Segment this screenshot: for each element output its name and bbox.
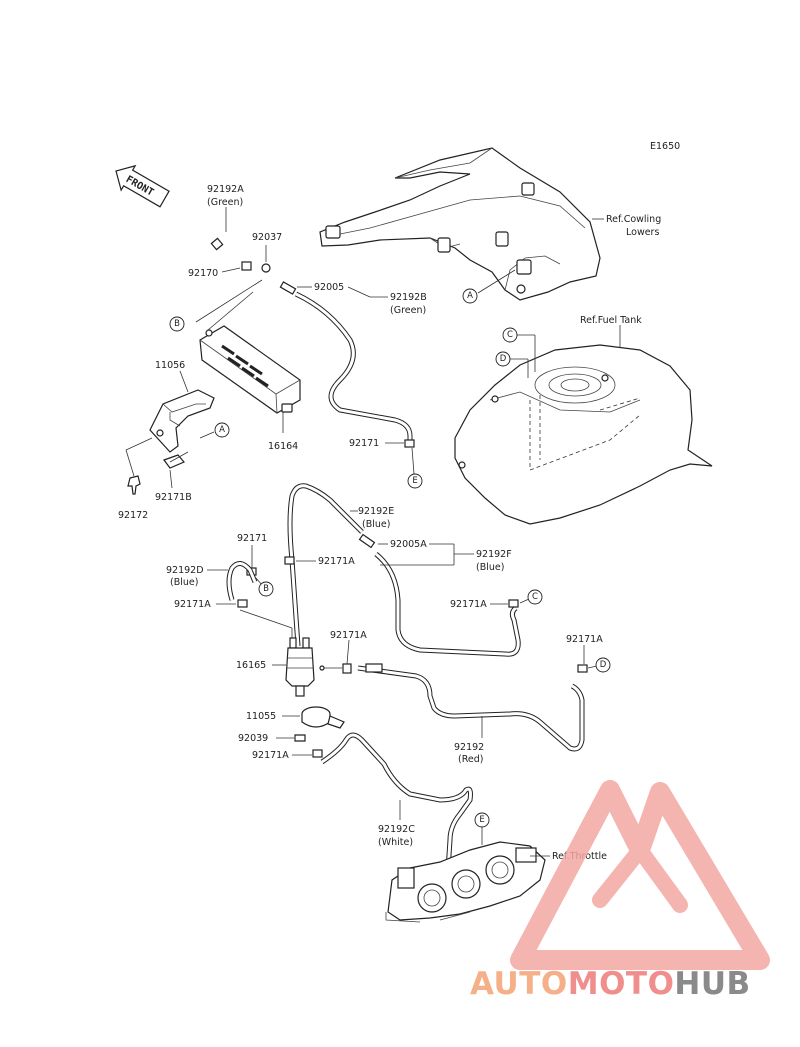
part-16165: 16165 [236,660,266,671]
part-92171A-5: 92171A [566,634,603,645]
clamp-92170 [241,261,252,271]
part-92170: 92170 [188,268,218,279]
callout-a-cowling [462,288,478,304]
part-92192B: 92192B [390,292,427,303]
front-arrow-icon: FRONT [115,164,170,208]
bracket-11055 [301,706,345,729]
callout-b-hose [258,581,274,597]
part-92171A-6: 92171A [252,750,289,761]
watermark-logo-icon [510,780,770,970]
callout-c-hose-text: C [532,592,538,602]
part-92192D: 92192D [166,565,204,576]
brand-moto: MOTO [567,966,675,1002]
part-92192D-color: (Blue) [170,577,198,588]
bracket-11056 [149,389,215,469]
filter-16165 [285,637,315,697]
clamp-92171A-5 [577,664,588,673]
callout-d-hose [595,657,611,673]
clamp-92171A-4 [508,599,519,608]
callout-d-tank [495,351,511,367]
part-92192E-color: (Blue) [362,519,390,530]
fitting-92005 [279,281,297,295]
part-92192: 92192 [454,742,484,753]
part-92192-color: (Red) [458,754,483,765]
part-92192A: 92192A [207,184,244,195]
part-92171A-3: 92171A [330,630,367,641]
part-92171-top: 92171 [349,438,379,449]
ref-cowling-label: Ref.Cowling [606,214,661,225]
part-92171A-2: 92171A [174,599,211,610]
part-92192B-color: (Green) [390,305,426,316]
callout-b-canister-text: B [174,319,180,329]
callout-c-tank-text: C [507,330,513,340]
callout-c-tank [502,327,518,343]
part-16164: 16164 [268,441,298,452]
part-92192F: 92192F [476,549,512,560]
part-92005A: 92005A [390,539,427,550]
clamp-92171-top [404,439,415,448]
clamp-92171A-1 [284,556,295,565]
clip-92037 [261,263,271,273]
part-92192C: 92192C [378,824,415,835]
callout-a-cowling-text: A [467,291,473,301]
part-92192F-color: (Blue) [476,562,504,573]
diagram-code: E1650 [650,141,680,152]
fuel-tank-drawing [454,344,713,525]
bolt-92039 [294,734,306,742]
part-92171A-1: 92171A [318,556,355,567]
watermark-brand: AUTOMOTOHUB [470,966,800,1006]
fitting-92005A [358,533,376,549]
ref-cowling-lowers-label: Lowers [626,227,659,238]
cowling-lower-drawing [319,147,601,301]
clamp-92171A-6 [312,749,323,758]
ref-fuel-tank-label: Ref.Fuel Tank [580,315,642,326]
part-92171-mid: 92171 [237,533,267,544]
callout-e-top [407,473,423,489]
brand-hub: HUB [674,966,751,1002]
part-92172: 92172 [118,510,148,521]
fitting-92192-red [365,663,383,673]
callout-e-throttle [474,812,490,828]
callout-c-hose [527,589,543,605]
brand-auto: AUTO [470,966,568,1002]
part-92005: 92005 [314,282,344,293]
callout-a-bracket-text: A [219,425,225,435]
callout-d-hose-text: D [600,660,607,670]
part-92037: 92037 [252,232,282,243]
clamp-92171A-3 [342,663,352,674]
part-92192C-color: (White) [378,837,413,848]
callout-e-top-text: E [412,476,417,486]
clamp-92171A-2 [237,599,248,608]
throttle-body-drawing [385,841,546,923]
part-92039: 92039 [238,733,268,744]
part-11056: 11056 [155,360,185,371]
callout-a-bracket [214,422,230,438]
canister-16164 [199,325,301,414]
part-92192A-color: (Green) [207,197,243,208]
part-92171A-4: 92171A [450,599,487,610]
part-92192E: 92192E [358,506,394,517]
callout-e-throttle-text: E [479,815,484,825]
part-92171B: 92171B [155,492,192,503]
callout-d-tank-text: D [500,354,507,364]
part-11055: 11055 [246,711,276,722]
bolt-92172 [127,475,141,495]
callout-b-hose-text: B [263,584,269,594]
callout-b-canister [169,316,185,332]
